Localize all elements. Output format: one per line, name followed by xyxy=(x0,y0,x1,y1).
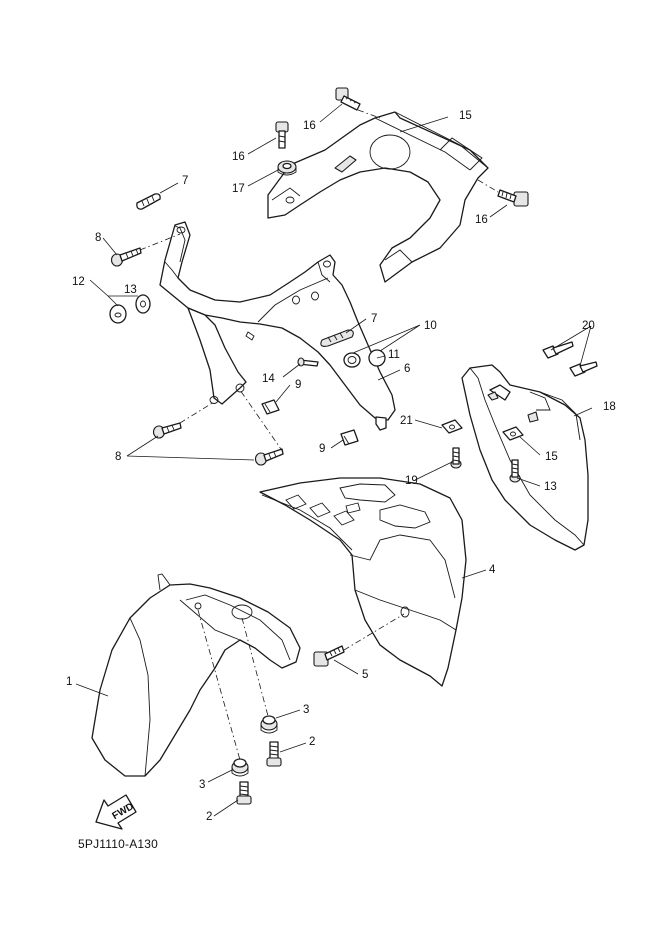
part-21-nut xyxy=(441,419,463,434)
part-3-nut-lower xyxy=(231,758,249,777)
callout-19: 19 xyxy=(405,475,418,487)
callout-16-top: 16 xyxy=(303,120,316,132)
callout-7-upper: 7 xyxy=(182,175,188,187)
part-8-screw-upper xyxy=(110,247,142,267)
part-7-grommet-upper xyxy=(136,193,161,210)
callout-3-lower: 3 xyxy=(199,779,205,791)
callout-8-upper: 8 xyxy=(95,232,101,244)
part-13-screw-right xyxy=(509,459,521,483)
part-14-screw xyxy=(297,357,319,367)
callout-15-upper: 15 xyxy=(459,110,472,122)
part-3-nut-upper xyxy=(260,715,278,734)
callout-12: 12 xyxy=(72,276,85,288)
callout-6: 6 xyxy=(404,363,410,375)
callout-2-lower: 2 xyxy=(206,811,212,823)
part-16-bolt-right xyxy=(497,189,529,207)
callout-11: 11 xyxy=(388,349,400,361)
part-19-screw xyxy=(450,447,462,469)
callout-16-left: 16 xyxy=(232,151,245,163)
callout-9-upper: 9 xyxy=(295,379,301,391)
callout-14: 14 xyxy=(262,373,275,385)
part-15-nut xyxy=(502,426,524,441)
callout-13-left: 13 xyxy=(124,284,137,296)
part-9-clip-upper xyxy=(261,399,280,415)
part-20-screw-lower xyxy=(569,361,598,377)
callout-13-right: 13 xyxy=(544,481,557,493)
callout-20: 20 xyxy=(582,320,595,332)
part-5-bolt xyxy=(313,645,345,667)
callouts: 15 16 16 17 16 7 8 12 13 7 10 11 6 14 9 … xyxy=(66,110,616,823)
part-8-screw-mid xyxy=(152,422,182,439)
part-2-bolt-lower xyxy=(236,781,252,805)
callout-4: 4 xyxy=(489,564,496,576)
callout-5: 5 xyxy=(362,669,368,681)
leader-lines xyxy=(75,103,593,817)
part-13-nut-loose xyxy=(135,294,151,314)
callout-18: 18 xyxy=(603,401,616,413)
callout-21: 21 xyxy=(400,415,413,427)
part-16-bolt-left xyxy=(275,121,289,149)
part-8-screw-lower xyxy=(254,448,284,466)
part-10-cap xyxy=(343,352,361,368)
part-1-front-fender xyxy=(91,573,301,777)
part-16-bolt-top xyxy=(335,87,361,111)
part-20-screw-upper xyxy=(542,341,574,359)
part-4-inner-cover xyxy=(259,477,467,687)
part-18-side-cover xyxy=(461,364,589,551)
callout-2-upper: 2 xyxy=(309,736,315,748)
forward-direction-arrow: FWD xyxy=(95,794,137,830)
callout-9-lower: 9 xyxy=(319,443,325,455)
callout-3-upper: 3 xyxy=(303,704,309,716)
diagram-reference-code: 5PJ1110-A130 xyxy=(78,837,158,851)
callout-1: 1 xyxy=(66,676,72,688)
part-2-bolt-upper xyxy=(266,741,282,767)
part-15-bracket xyxy=(267,111,489,283)
callout-17: 17 xyxy=(232,183,245,195)
callout-7-mounted: 7 xyxy=(371,313,377,325)
callout-15-lower: 15 xyxy=(545,451,558,463)
callout-10: 10 xyxy=(424,320,437,332)
part-17-washer xyxy=(277,160,297,176)
part-6-inner-panel xyxy=(159,221,396,431)
part-7-grommet-mounted xyxy=(320,329,354,347)
callout-16-right: 16 xyxy=(475,214,488,226)
part-12-cap-loose xyxy=(109,304,127,324)
alignment-lines xyxy=(139,109,499,761)
callout-8-lower: 8 xyxy=(115,451,121,463)
part-9-clip-lower xyxy=(340,429,359,446)
